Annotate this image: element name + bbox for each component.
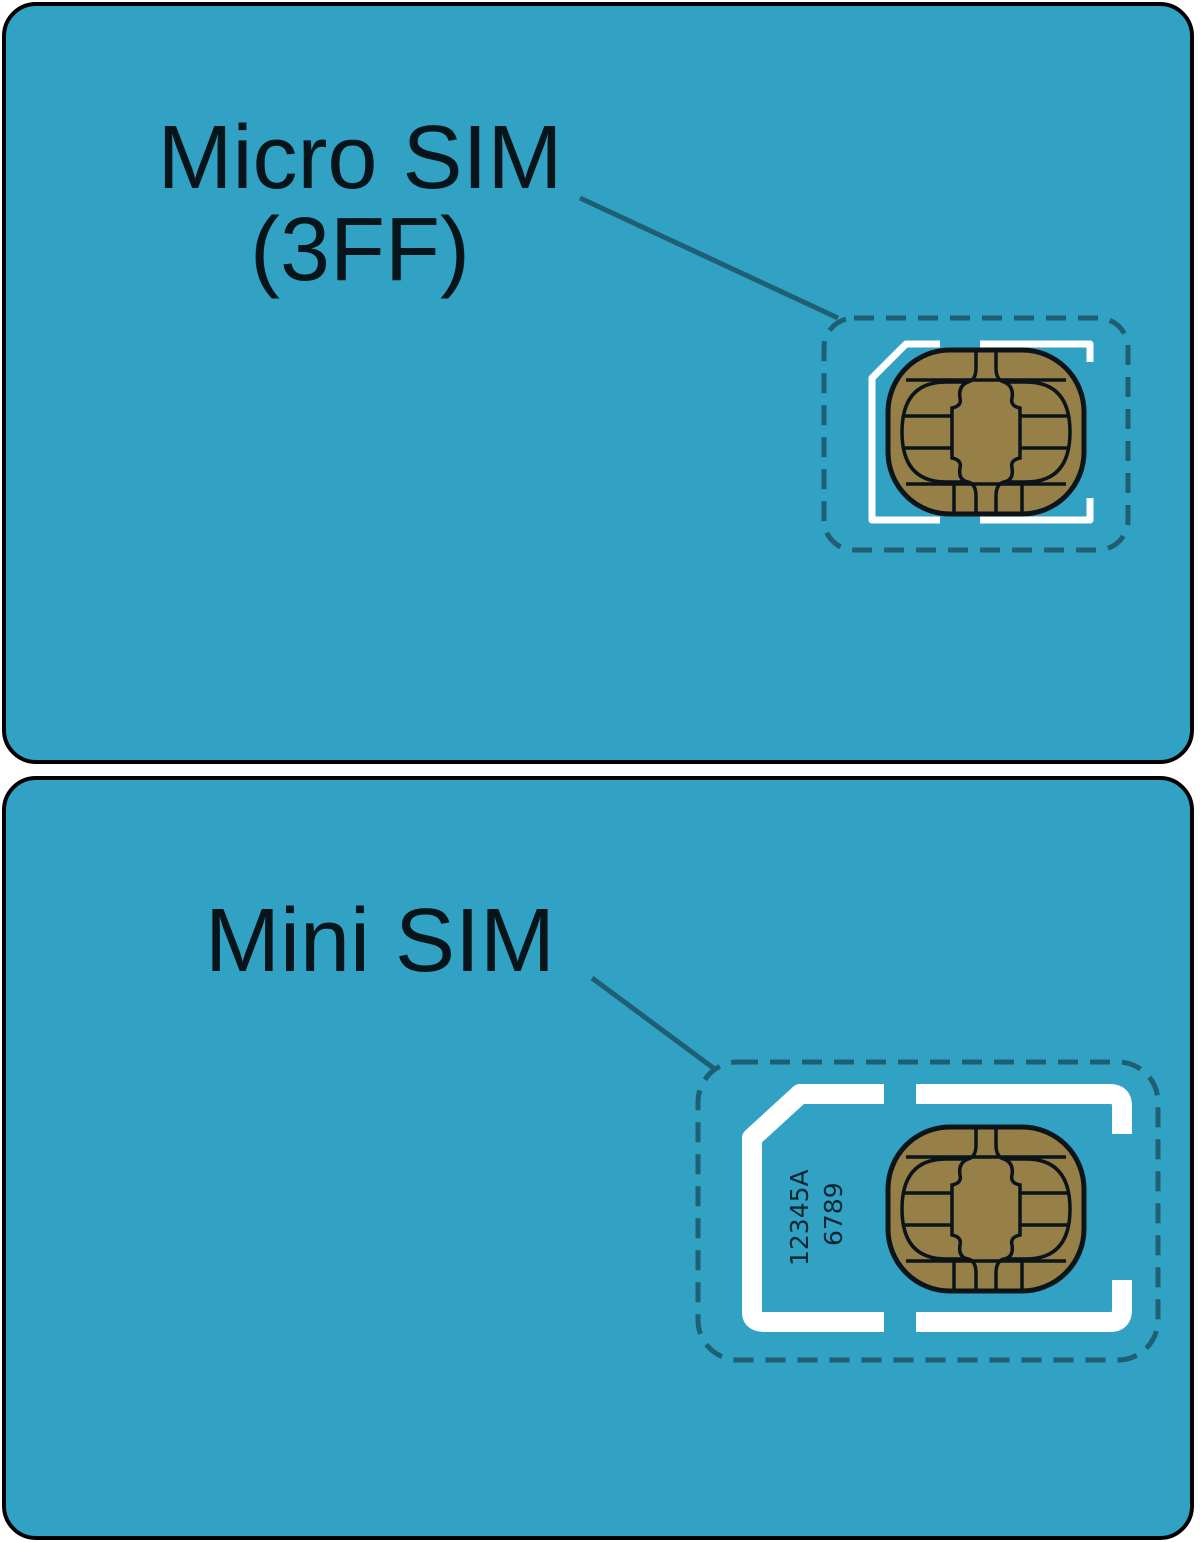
micro-sim-label: Micro SIM (3FF) (132, 112, 588, 296)
mini-sim-label: Mini SIM (205, 891, 556, 991)
micro-sim-label-line1: Micro SIM (157, 108, 563, 208)
mini-sim-carrier-card (2, 776, 1194, 1540)
micro-sim-label-line2: (3FF) (250, 200, 470, 300)
